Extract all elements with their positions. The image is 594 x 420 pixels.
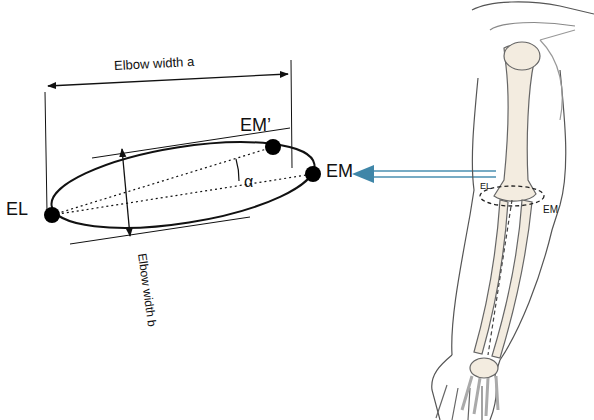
angle-arc [236,159,239,181]
anatomy-label: EM [543,205,558,215]
dimension-label: Elbow width a [114,55,195,72]
dotted-line [52,174,313,215]
extension-line [291,60,292,168]
dimension-label: Elbow width b [136,253,158,328]
dotted-line [52,147,273,215]
point-label: EM [326,162,353,180]
tangent-line [70,217,250,244]
point-label: EM’ [240,116,271,134]
pointer-arrow [352,165,496,183]
landmark-dot [265,139,281,155]
point-label: EL [6,200,28,218]
landmark-dot [44,207,60,223]
dimension-arrow [48,74,288,86]
landmark-dot [305,166,321,182]
arm-illustration [432,2,594,420]
dimension-arrow [122,149,130,236]
angle-label: α [244,174,253,190]
extension-line [45,92,47,212]
elbow-ellipse [46,127,321,244]
anatomy-label: EL [480,182,491,191]
